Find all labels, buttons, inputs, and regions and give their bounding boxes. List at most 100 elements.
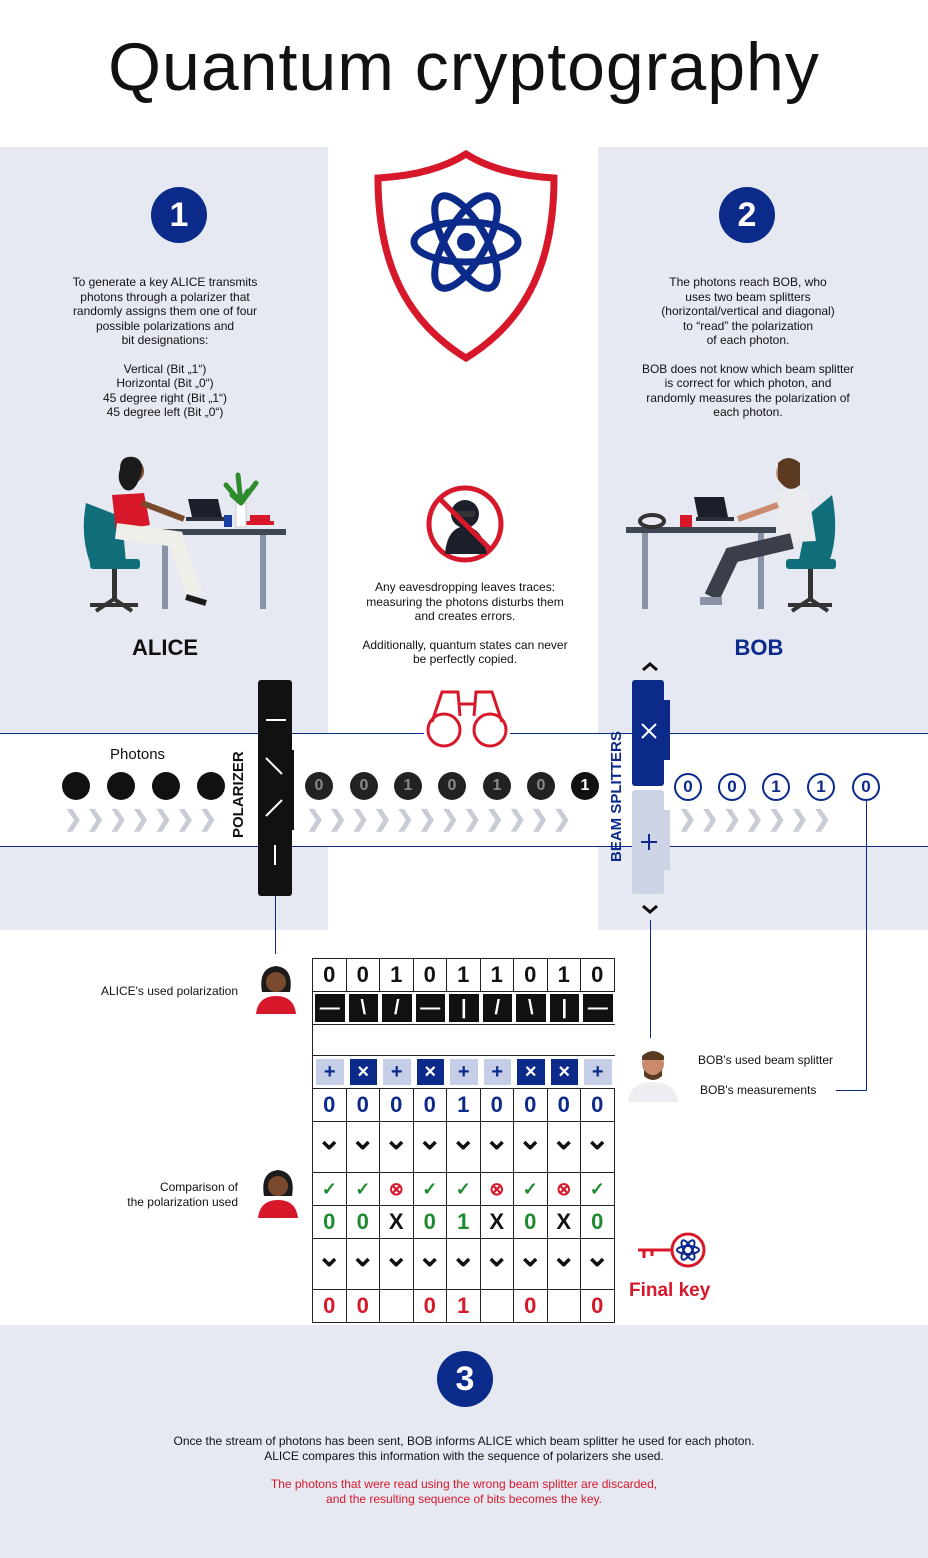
step-1-line: bit designations:	[121, 333, 209, 347]
polarization-item: 45 degree right (Bit „1“)	[102, 390, 228, 405]
cmp-cell: ✓	[414, 1173, 447, 1205]
alice-bits-cell: 1	[548, 959, 581, 991]
bob-split-cell: +	[447, 1056, 481, 1088]
alice-bits-cell: 1	[380, 959, 414, 991]
cmp-res-cell: 0	[347, 1206, 380, 1238]
bob-meas-cell: 0	[380, 1089, 414, 1121]
photon	[107, 772, 135, 800]
spacer-row	[313, 1025, 615, 1056]
polarizer-text: POLARIZER	[230, 751, 247, 838]
final-cell	[380, 1290, 414, 1322]
step-2-line: BOB does not know which beam splitter	[641, 361, 855, 376]
step-2-line: randomly measures the polarization of	[646, 390, 850, 405]
final-key-label: Final key	[629, 1280, 711, 1301]
step-2-line: each photon.	[713, 405, 783, 419]
polarization-item: Horizontal (Bit „0“)	[116, 376, 214, 390]
final-cell: 0	[581, 1290, 615, 1322]
key-atom-icon	[638, 1232, 706, 1268]
step-2-line: (horizontal/vertical and diagonal)	[661, 304, 835, 318]
cmp-cell: ✓	[313, 1173, 347, 1205]
chev2-cell: ⌄	[347, 1239, 380, 1289]
arrow-chevrons-icon: ❯❯❯❯❯❯❯	[678, 806, 836, 831]
step-1-badge: 1	[151, 187, 207, 243]
bob-split-cell: ×	[547, 1056, 581, 1088]
step-3-red-line: The photons that were read using the wro…	[270, 1477, 658, 1491]
alice-pol-cell: /	[480, 992, 514, 1024]
step-3-text: Once the stream of photons has been sent…	[0, 1434, 928, 1506]
step-2-badge: 2	[719, 187, 775, 243]
bob-split-cell: ×	[413, 1056, 447, 1088]
step-1-line: photons through a polarizer that	[80, 289, 250, 304]
chev2-cell: ⌄	[380, 1239, 414, 1289]
polarization-item: 45 degree left (Bit „0“)	[106, 405, 224, 419]
bob-split-cell: ×	[514, 1056, 548, 1088]
received-bit: 0	[674, 773, 702, 801]
shield-atom-icon	[374, 150, 558, 362]
step-3-line: Once the stream of photons has been sent…	[173, 1434, 755, 1448]
eavesdrop-line: and creates errors.	[414, 609, 516, 623]
cmp-res-cell: X	[548, 1206, 581, 1238]
no-eavesdropper-icon	[426, 485, 504, 563]
received-bit: 1	[807, 773, 835, 801]
polarization-item: Vertical (Bit „1“)	[123, 361, 207, 376]
alice-name: ALICE	[132, 635, 198, 660]
bob-meas-cell: 0	[414, 1089, 447, 1121]
cmp-res-cell: 0	[414, 1206, 447, 1238]
cmp-cell: ⊗	[380, 1173, 414, 1205]
final-cell: 0	[347, 1290, 380, 1322]
arrow-chevrons-icon: ❯❯❯❯❯❯❯❯❯❯❯❯	[306, 806, 576, 831]
cmp-res-cell: 0	[514, 1206, 548, 1238]
photon	[197, 772, 225, 800]
received-bit: 0	[718, 773, 746, 801]
alice-bits-cell: 0	[347, 959, 380, 991]
cmp-cell: ⊗	[481, 1173, 514, 1205]
alice-bits-cell: 1	[481, 959, 514, 991]
cmp-cell: ✓	[447, 1173, 481, 1205]
cmp-res-cell: 1	[447, 1206, 481, 1238]
photon-bit: 0	[350, 772, 378, 800]
chev2-cell: ⌄	[447, 1239, 481, 1289]
chev2-cell: ⌄	[481, 1239, 514, 1289]
photon-bit: 1	[571, 772, 599, 800]
bob-splitter-label: BOB's used beam splitter	[698, 1053, 834, 1067]
step-2-line: The photons reach BOB, who	[669, 275, 827, 289]
alice-polarization-label: ALICE's used polarization	[100, 984, 238, 998]
photon-bit: 0	[438, 772, 466, 800]
chev1-cell: ⌄	[581, 1122, 615, 1172]
chev2-cell: ⌄	[514, 1239, 548, 1289]
comparison-row: ✓✓⊗✓✓⊗✓⊗✓	[313, 1173, 615, 1206]
alice-pol-cell: |	[447, 992, 481, 1024]
bob-name: BOB	[734, 635, 784, 660]
step-1-line: To generate a key ALICE transmits	[72, 275, 258, 289]
received-bit: 1	[762, 773, 790, 801]
step-3-badge: 3	[437, 1351, 493, 1407]
bob-split-cell: +	[480, 1056, 514, 1088]
chev1-cell: ⌄	[481, 1122, 514, 1172]
photons-label: Photons	[110, 746, 166, 763]
chev1-cell: ⌄	[548, 1122, 581, 1172]
step-1-line: possible polarizations and	[95, 318, 235, 333]
bob-measurements-label: BOB's measurements	[700, 1083, 817, 1097]
polarizer-device	[258, 680, 294, 896]
cmp-cell: ✓	[514, 1173, 548, 1205]
final-cell: 0	[514, 1290, 548, 1322]
binoculars-icon	[424, 686, 510, 752]
cmp-res-cell: X	[380, 1206, 414, 1238]
photon-bit: 0	[305, 772, 333, 800]
bob-illustration	[626, 458, 836, 613]
eavesdrop-line: be perfectly copied.	[412, 652, 518, 666]
chev2-cell: ⌄	[313, 1239, 347, 1289]
alice-polarization-row: —\/—|/\|—	[313, 992, 615, 1025]
alice-illustration	[83, 456, 286, 613]
step-3-line: ALICE compares this information with the…	[264, 1448, 664, 1463]
step-1-line: randomly assigns them one of four	[72, 304, 258, 318]
photon-bit: 0	[527, 772, 555, 800]
connector-line	[866, 800, 867, 1090]
beam-splitter-text: BEAM SPLITTERS	[608, 731, 625, 862]
comparison-label: Comparison of the polarization used	[60, 1180, 238, 1209]
connector-line	[275, 896, 276, 954]
alice-pol-cell: —	[313, 992, 347, 1024]
alice-pol-cell: \	[514, 992, 548, 1024]
